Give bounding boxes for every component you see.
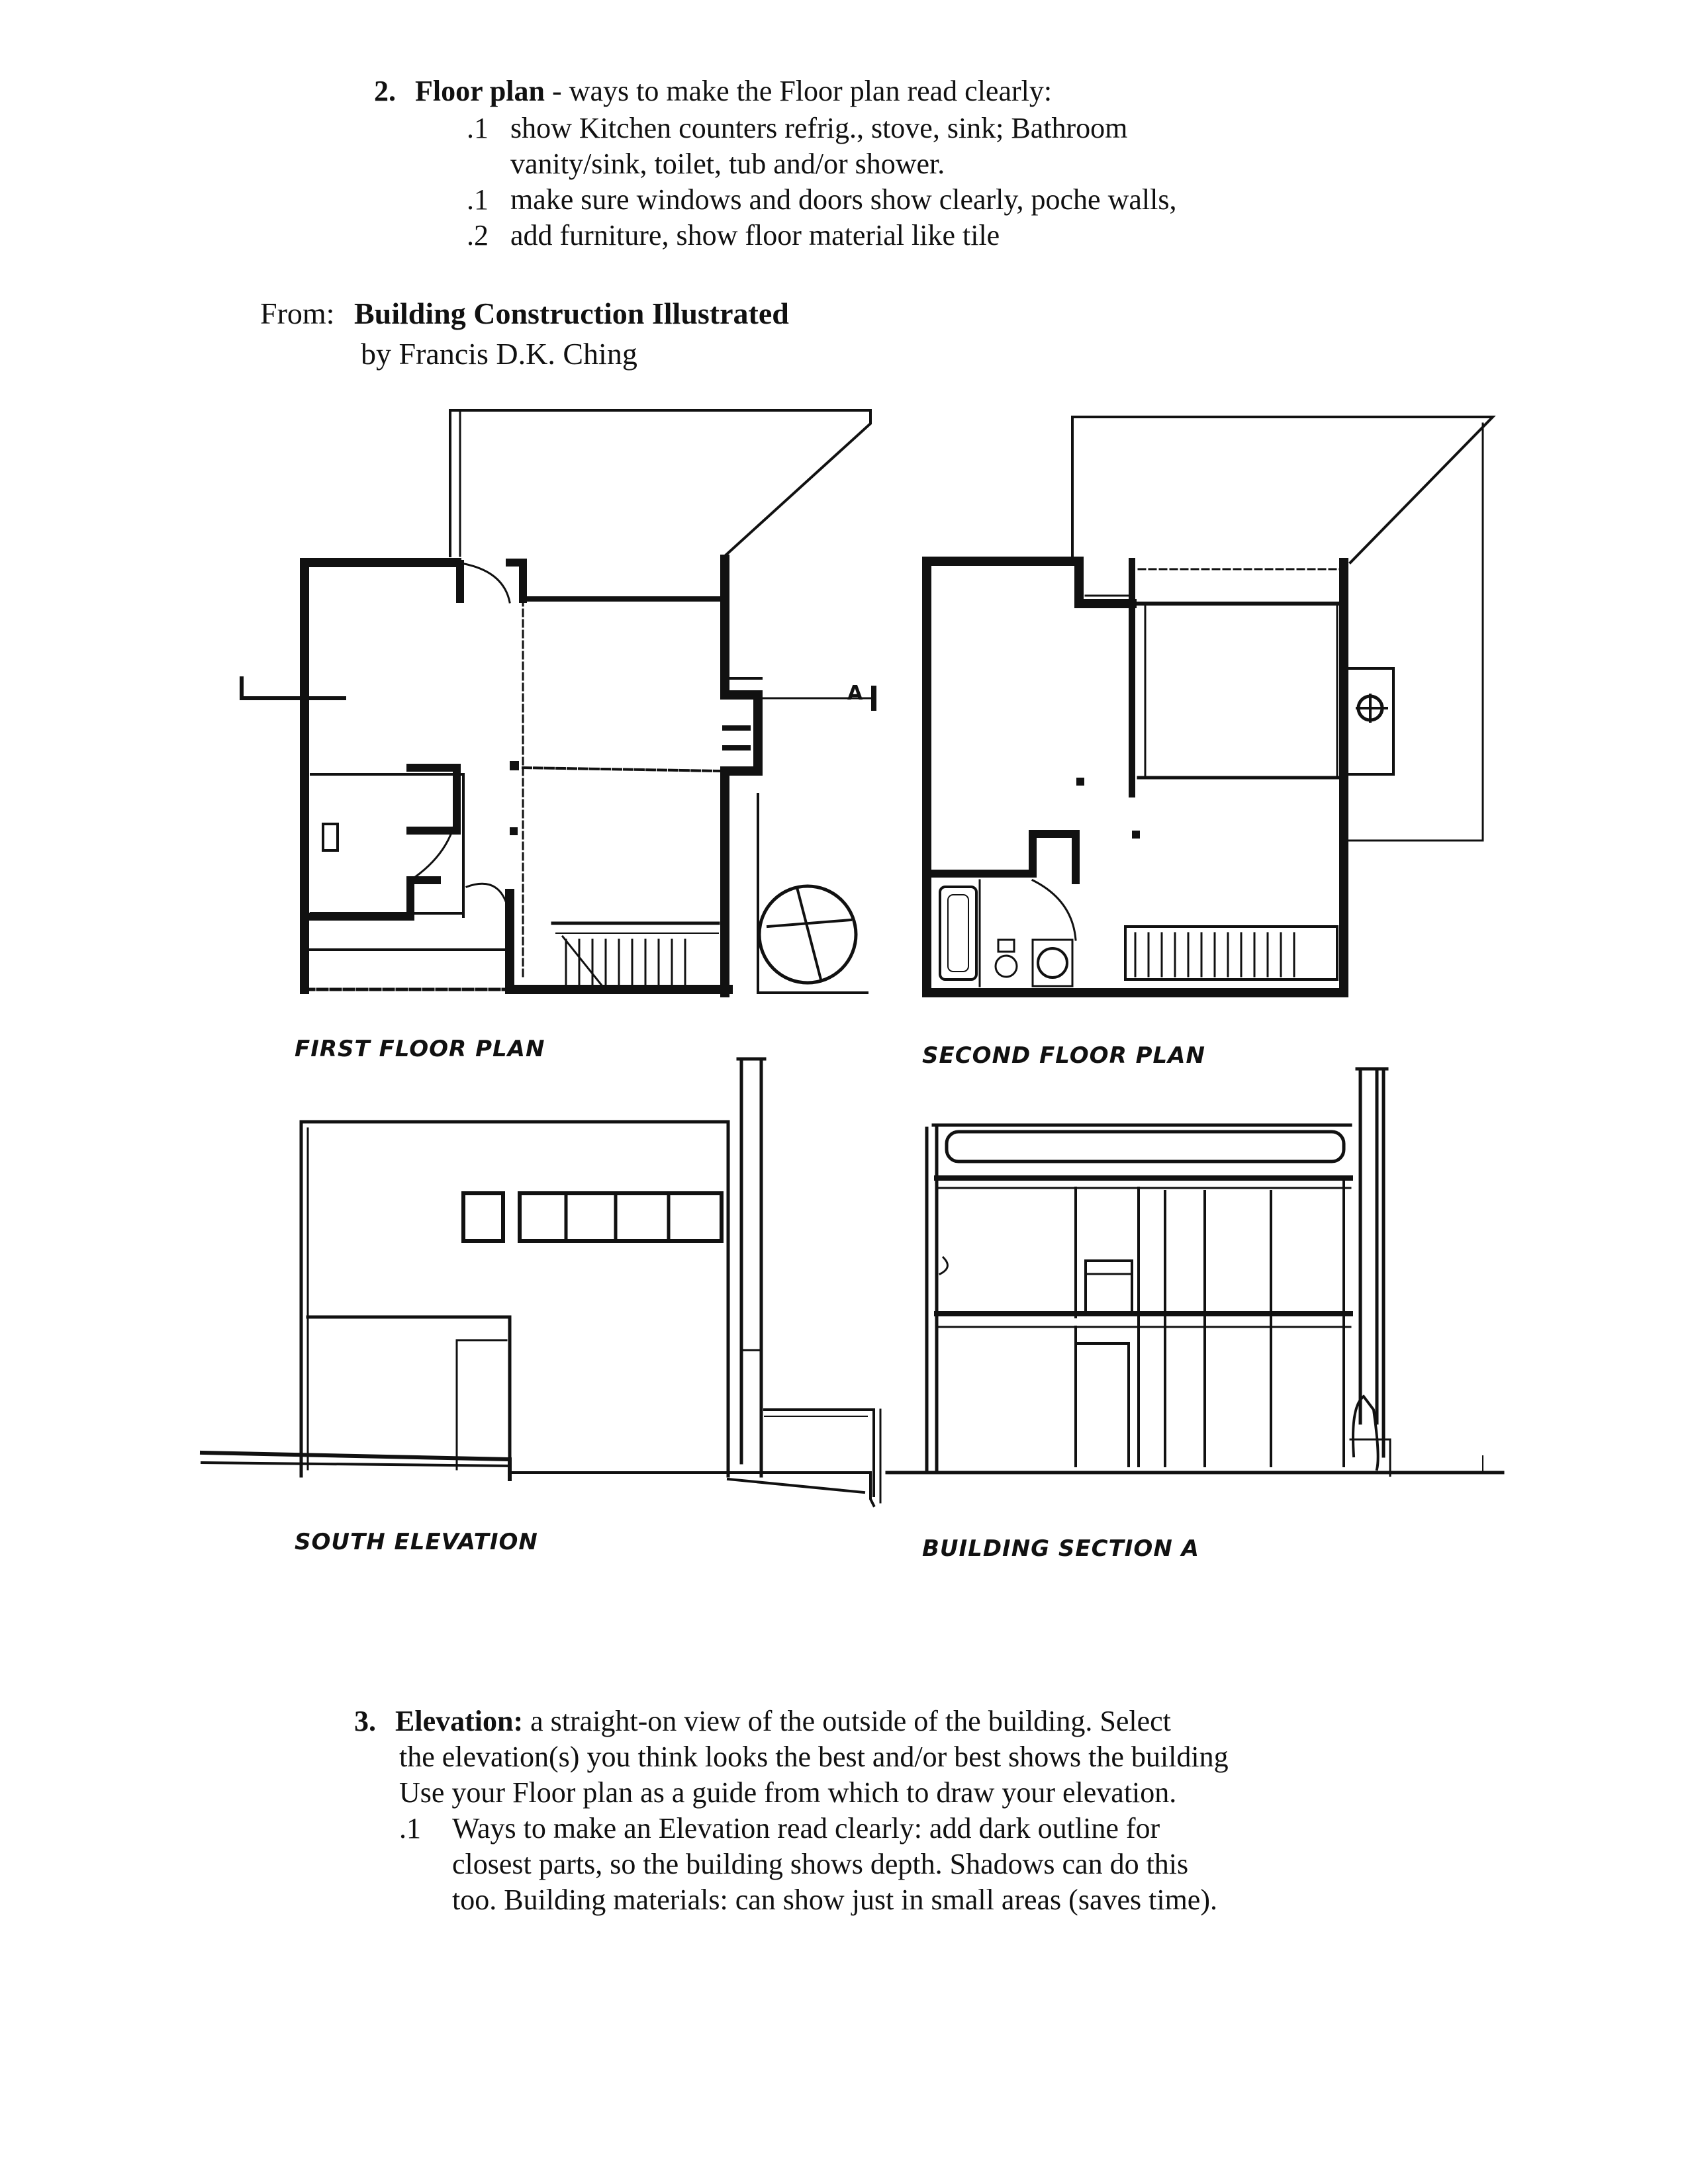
item-number: .1 xyxy=(467,183,489,216)
item-number: .2 xyxy=(467,219,489,251)
item-text: vanity/sink, toilet, tub and/or shower. xyxy=(510,148,945,180)
source-book-title: Building Construction Illustrated xyxy=(353,296,789,330)
item-text: add furniture, show floor material like … xyxy=(510,219,1000,251)
section-2-item-1-cont: vanity/sink, toilet, tub and/or shower. xyxy=(467,147,945,181)
section-2-item-2: .1 make sure windows and doors show clear… xyxy=(467,183,1176,217)
section-3-item-1: .1 Ways to make an Elevation read clearly… xyxy=(399,1811,1160,1846)
source-line: From: Building Construction Illustrated xyxy=(260,294,789,334)
section-2-title: Floor plan xyxy=(415,75,545,107)
section-cut-marker: A xyxy=(847,682,864,705)
second-floor-plan-drawing xyxy=(922,416,1496,997)
section-3-item-1-cont-2: too. Building materials: can show just i… xyxy=(452,1884,1217,1916)
section-3-line-3: Use your Floor plan as a guide from whic… xyxy=(399,1776,1177,1809)
building-section-drawing xyxy=(885,1067,1505,1477)
section-2-item-3: .2 add furniture, show floor material lik… xyxy=(467,218,1000,253)
source-label: From: xyxy=(260,296,335,330)
section-2-heading: 2. Floor plan - ways to make the Floor p… xyxy=(374,74,1052,109)
item-text: make sure windows and doors show clearly… xyxy=(510,183,1177,216)
section-3-heading: 3. Elevation: a straight-on view of the … xyxy=(354,1704,1171,1739)
section-3-line-2: the elevation(s) you think looks the bes… xyxy=(399,1741,1229,1773)
caption-first-floor-plan: FIRST FLOOR PLAN xyxy=(295,1036,545,1062)
item-text: show Kitchen counters refrig., stove, si… xyxy=(510,112,1128,144)
item-number: .1 xyxy=(399,1812,421,1844)
caption-second-floor-plan: SECOND FLOOR PLAN xyxy=(922,1042,1205,1069)
first-floor-plan-drawing xyxy=(240,409,876,997)
section-3-title: Elevation: xyxy=(395,1705,524,1737)
section-2-item-1: .1 show Kitchen counters refrig., stove, … xyxy=(467,111,1127,146)
section-2-number: 2. xyxy=(374,75,396,107)
source-author: by Francis D.K. Ching xyxy=(361,337,637,371)
item-text: Ways to make an Elevation read clearly: … xyxy=(452,1812,1160,1844)
caption-south-elevation: SOUTH ELEVATION xyxy=(295,1529,538,1555)
section-3-number: 3. xyxy=(354,1705,376,1737)
section-2-intro: - ways to make the Floor plan read clear… xyxy=(545,75,1053,107)
south-elevation-drawing xyxy=(199,1057,882,1508)
section-3-item-1-cont-1: closest parts, so the building shows dep… xyxy=(452,1848,1189,1880)
section-3-line-1: a straight-on view of the outside of the… xyxy=(523,1705,1171,1737)
item-number: .1 xyxy=(467,112,489,144)
caption-building-section: BUILDING SECTION A xyxy=(922,1535,1199,1562)
